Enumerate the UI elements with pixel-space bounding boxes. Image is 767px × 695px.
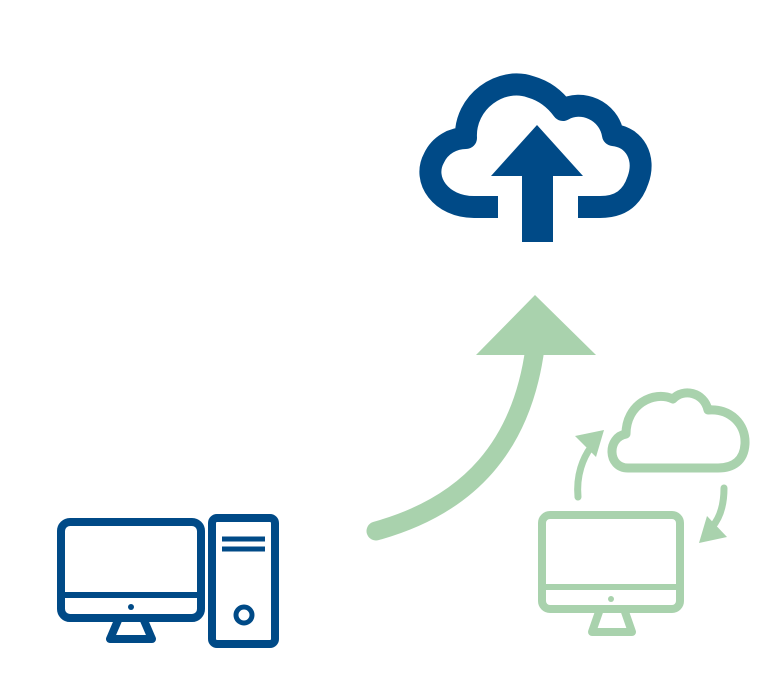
monitor-stand — [106, 616, 156, 643]
computer-tower — [208, 514, 279, 648]
sync-arrow-up-head — [575, 430, 604, 457]
sync-arrow-down-head — [699, 516, 727, 543]
sync-cloud-outline — [607, 388, 750, 473]
cloud-upload-arrow-shaft — [522, 172, 553, 242]
cloud-sync-icon — [538, 388, 750, 636]
sync-monitor-power-dot — [608, 596, 614, 602]
sync-arrow-down-body — [708, 484, 728, 531]
desktop-computer-icon — [57, 514, 279, 648]
monitor-power-dot — [128, 604, 134, 610]
cloud-upload-arrow-head — [491, 125, 583, 176]
monitor-frame — [57, 518, 205, 622]
cloud-upload-outline — [419, 73, 652, 218]
sync-arrow-up-body — [574, 443, 595, 501]
curved-arrow-head — [476, 295, 596, 355]
sync-monitor-stand — [588, 607, 636, 636]
sync-monitor-frame — [538, 511, 684, 613]
cloud-upload-icon — [419, 73, 652, 242]
tower-power-button — [233, 604, 255, 626]
curved-arrow-icon — [366, 295, 596, 541]
curved-arrow-body — [366, 338, 545, 541]
